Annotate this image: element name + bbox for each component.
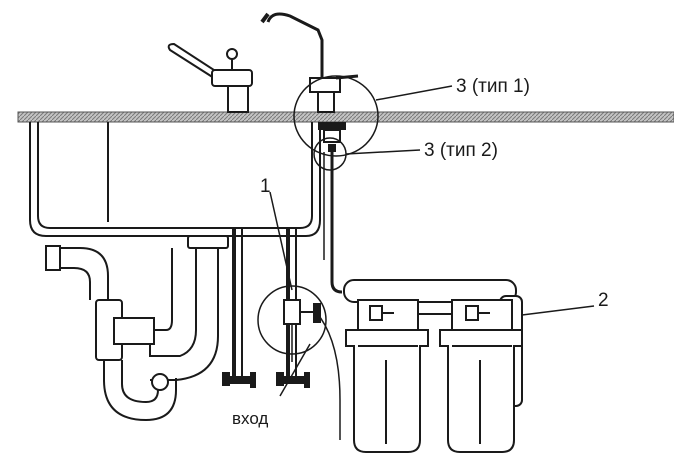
filter-housing-1 [345,299,429,453]
sink-basin [29,122,321,237]
label-filter-inlet: 2 [598,290,609,311]
sink-mixer-tap [167,42,253,113]
label-tee-valve: 1 [260,176,271,197]
leader-lines [269,85,595,317]
label-inlet: вход [232,409,268,428]
label-faucet-type2: 3 (тип 2) [424,140,498,161]
filter-faucet [260,12,359,113]
countertop [17,111,674,123]
label-faucet-type1: 3 (тип 1) [456,76,530,97]
filter-housing-2 [439,299,523,453]
sink-drain-trap [45,235,229,422]
tee-adapter-valve [283,299,321,325]
callout-circle-faucet-type1 [293,75,379,157]
faucet-mount [318,122,346,152]
shutoff-valves [222,372,310,388]
feed-tubes [279,152,343,440]
